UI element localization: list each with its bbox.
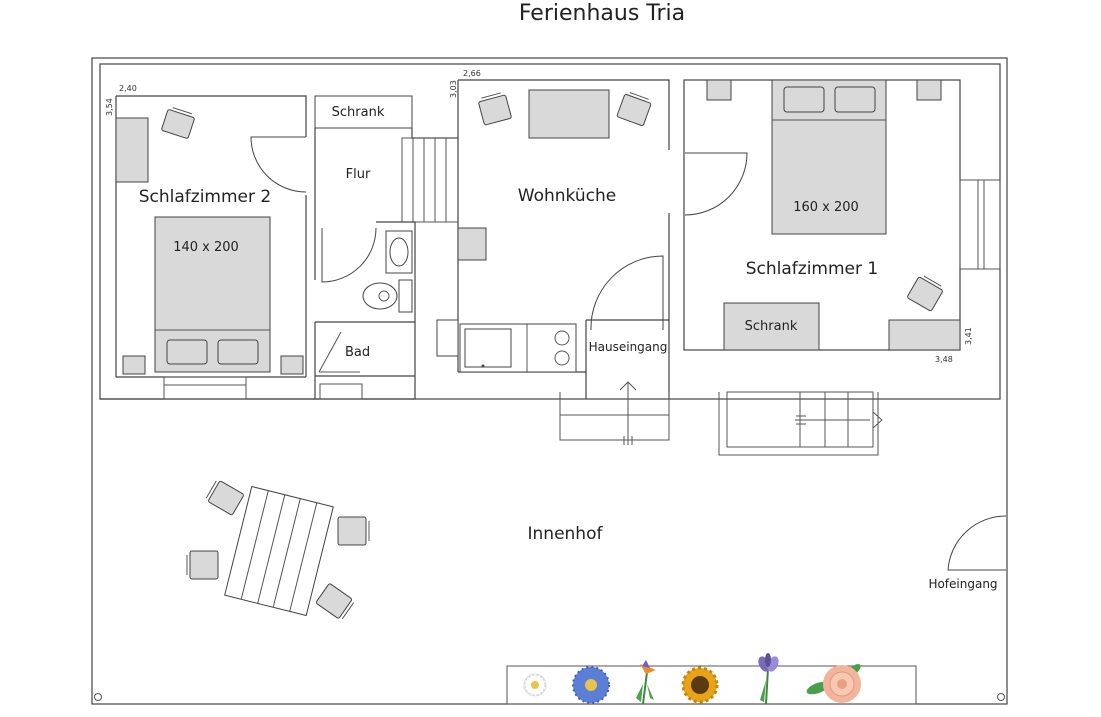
wardrobe-label: Schrank — [332, 105, 385, 120]
fridge — [436, 319, 459, 357]
room-schlafzimmer-2: Schlafzimmer 2 140 x 200 2,40 3,54 — [105, 84, 307, 400]
stove-burner — [554, 330, 570, 346]
room-label-innenhof: Innenhof — [528, 524, 604, 544]
sofa — [528, 89, 610, 139]
window — [959, 179, 1001, 270]
iris-icon — [758, 653, 779, 705]
patio-table — [224, 485, 334, 617]
rose-icon — [806, 664, 861, 703]
aster-icon — [572, 666, 610, 704]
bed-size-label: 160 x 200 — [793, 200, 859, 215]
gate-swing — [947, 515, 1007, 571]
sunflower-icon — [681, 666, 719, 704]
toilet-icon — [362, 279, 413, 313]
room-flur: Schrank Flur — [314, 95, 459, 283]
door-swing — [590, 255, 664, 331]
room-label-hauseingang: Hauseingang — [589, 340, 668, 354]
dimension-height: 3,54 — [105, 98, 114, 116]
armchair-icon — [161, 107, 195, 139]
garden-chair-icon — [205, 480, 244, 516]
outdoor-stairs — [718, 391, 883, 456]
door-swing — [684, 152, 748, 216]
nightstand — [122, 355, 146, 375]
room-label-schlafzimmer-1: Schlafzimmer 1 — [746, 259, 878, 279]
courtyard: Innenhof Hofeingang — [94, 480, 1007, 701]
room-label-flur: Flur — [346, 167, 371, 182]
window — [319, 383, 363, 400]
garden-chair-icon — [337, 516, 370, 546]
bed-size-label: 140 x 200 — [173, 240, 239, 255]
wardrobe — [314, 95, 413, 129]
garden-chair-icon — [315, 583, 355, 620]
desk — [888, 319, 961, 351]
bird-of-paradise-icon — [636, 660, 656, 705]
label-hofeingang: Hofeingang — [928, 577, 997, 591]
pillow — [166, 339, 208, 365]
window — [163, 376, 247, 400]
dresser — [115, 117, 149, 183]
kitchen-sink — [464, 328, 512, 368]
room-hauseingang: Hauseingang — [559, 253, 670, 445]
room-label-wohnkueche: Wohnküche — [518, 186, 616, 206]
armchair-icon — [478, 92, 512, 126]
kitchen-counter — [459, 323, 577, 373]
dimension-width: 2,40 — [119, 84, 137, 93]
staircase — [401, 137, 459, 223]
wardrobe-label: Schrank — [745, 319, 798, 334]
corner-marker — [997, 693, 1005, 701]
pillow — [834, 86, 876, 113]
plan-title: Ferienhaus Tria — [519, 1, 685, 26]
dimension-height: 3,03 — [449, 80, 458, 98]
corner-marker — [94, 693, 102, 701]
armchair-icon — [616, 92, 652, 127]
nightstand — [280, 355, 304, 375]
room-label-schlafzimmer-2: Schlafzimmer 2 — [139, 187, 271, 207]
daisy-icon — [523, 673, 547, 697]
nightstand — [706, 79, 732, 101]
wardrobe — [723, 302, 820, 351]
dimension-width: 3,48 — [935, 355, 953, 364]
garden-chair-icon — [186, 550, 219, 580]
door-swing — [250, 136, 307, 193]
door-swing — [321, 227, 377, 283]
dimension-width: 2,66 — [463, 69, 481, 78]
room-wohnkueche: Wohnküche 2,66 3,03 — [436, 69, 748, 373]
flower-bed — [506, 653, 917, 705]
room-label-bad: Bad — [345, 345, 370, 360]
cabinet — [457, 227, 487, 261]
room-schlafzimmer-1: 160 x 200 Schlafzimmer 1 Schrank 3,48 3,… — [683, 79, 1001, 456]
shower-door — [318, 331, 342, 373]
stove-burner — [554, 350, 570, 366]
nightstand — [916, 79, 942, 101]
armchair-icon — [907, 275, 943, 312]
pillow — [217, 339, 259, 365]
entry-steps — [559, 381, 670, 445]
room-bad: Bad — [314, 221, 416, 400]
dimension-height: 3,41 — [964, 327, 973, 345]
pillow — [783, 86, 825, 113]
